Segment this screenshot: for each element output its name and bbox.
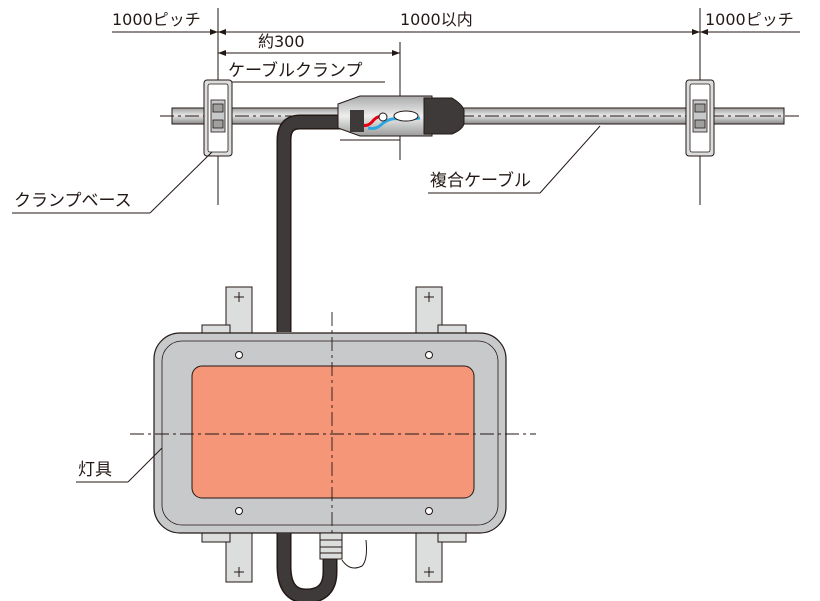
bottom-mounting-brackets — [201, 525, 467, 583]
approx-300-label: 約300 — [258, 32, 305, 51]
composite-cable-leader — [539, 125, 601, 194]
clamp-base-label: クランプベース — [14, 191, 132, 211]
fixture-lens — [191, 365, 475, 499]
pitch-right-label: 1000ピッチ — [705, 10, 794, 29]
drop-cable — [276, 114, 352, 332]
bottom-cable-loop — [276, 532, 367, 601]
fixture-label: 灯具 — [78, 460, 112, 480]
dimension-lines — [112, 8, 800, 205]
left-cable-clamp — [203, 79, 233, 157]
composite-cable-label: 複合ケーブル — [430, 170, 531, 191]
branch-joint — [337, 95, 465, 141]
right-cable-clamp — [685, 79, 715, 157]
light-fixture — [153, 332, 507, 534]
pitch-left-label: 1000ピッチ — [112, 10, 201, 29]
clamp-base-leader — [149, 151, 213, 214]
cable-clamp-label: ケーブルクランプ — [228, 60, 362, 81]
fixture-leader — [127, 447, 163, 483]
span-label: 1000以内 — [400, 10, 473, 29]
